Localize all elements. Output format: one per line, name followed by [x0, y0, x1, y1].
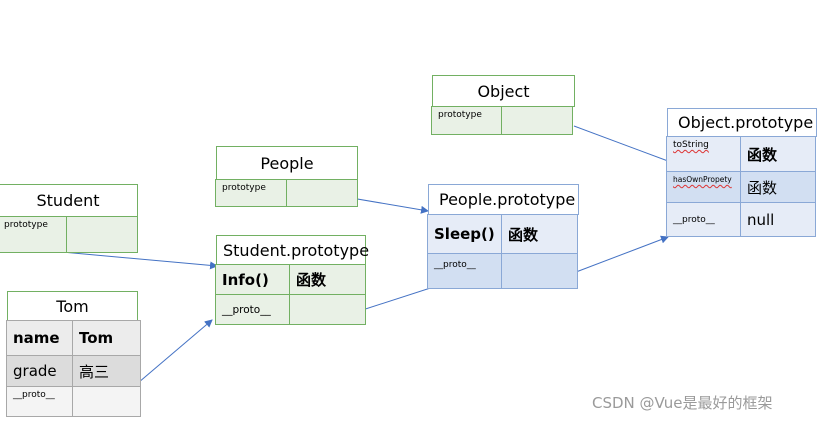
object-prototype-proto-value: null	[740, 202, 816, 237]
student-prototype-title: Student.prototype	[216, 235, 369, 265]
tostring-key: toString	[666, 136, 741, 172]
student-node: Student prototype	[0, 184, 138, 253]
hasownpropety-value: 函数	[740, 171, 816, 203]
student-title: Student	[0, 184, 138, 217]
student-prototype-proto-key: __proto__	[215, 294, 290, 325]
people-prototype-title: People.prototype	[428, 184, 579, 215]
student-prototype-value	[66, 216, 138, 253]
people-prototype-proto-value	[501, 253, 578, 289]
object-prototype-proto-key: __proto__	[666, 202, 741, 237]
student-prototype-key: prototype	[0, 216, 67, 253]
object-node: Object prototype	[431, 75, 575, 137]
people-prototype-proto-key: __proto__	[427, 253, 502, 289]
people-prototype-key: prototype	[215, 179, 287, 207]
object-prototype-node: Object.prototype toString 函数 hasOwnPrope…	[666, 108, 817, 238]
info-value: 函数	[289, 264, 366, 295]
people-prototype-value	[286, 179, 358, 207]
object-prototype-value	[501, 106, 573, 135]
tom-proto-key: __proto__	[6, 386, 73, 417]
student-prototype-node: Student.prototype Info() 函数 __proto__	[215, 235, 369, 326]
people-prototype-fields: Sleep() 函数 __proto__	[427, 214, 578, 289]
sleep-value: 函数	[501, 214, 578, 254]
tom-name-value: Tom	[72, 320, 141, 356]
tom-node: Tom name Tom grade 高三 __proto__	[6, 291, 141, 417]
object-prototype-key: prototype	[431, 106, 502, 135]
tom-name-key: name	[6, 320, 73, 356]
arrow-object-to-object-prototype	[573, 125, 677, 166]
object-fields: prototype	[431, 106, 573, 135]
people-title: People	[216, 146, 358, 180]
tom-proto-value	[72, 386, 141, 417]
tostring-value: 函数	[740, 136, 816, 172]
people-node: People prototype	[215, 146, 358, 208]
info-key: Info()	[215, 264, 290, 295]
student-prototype-proto-value	[289, 294, 366, 325]
object-prototype-fields: toString 函数 hasOwnPropety 函数 __proto__ n…	[666, 136, 816, 237]
tom-fields: name Tom grade 高三 __proto__	[6, 320, 141, 417]
arrow-student-to-student-prototype	[61, 251, 218, 270]
object-prototype-title: Object.prototype	[667, 108, 817, 137]
watermark: CSDN @Vue是最好的框架	[592, 394, 773, 412]
people-fields: prototype	[215, 179, 358, 207]
sleep-key: Sleep()	[427, 214, 502, 254]
student-fields: prototype	[0, 216, 138, 253]
tom-title: Tom	[7, 291, 138, 321]
tom-grade-key: grade	[6, 355, 73, 387]
object-title: Object	[432, 75, 575, 107]
tom-grade-value: 高三	[72, 355, 141, 387]
hasownpropety-key: hasOwnPropety	[666, 171, 741, 203]
student-prototype-fields: Info() 函数 __proto__	[215, 264, 366, 325]
people-prototype-node: People.prototype Sleep() 函数 __proto__	[427, 184, 579, 290]
